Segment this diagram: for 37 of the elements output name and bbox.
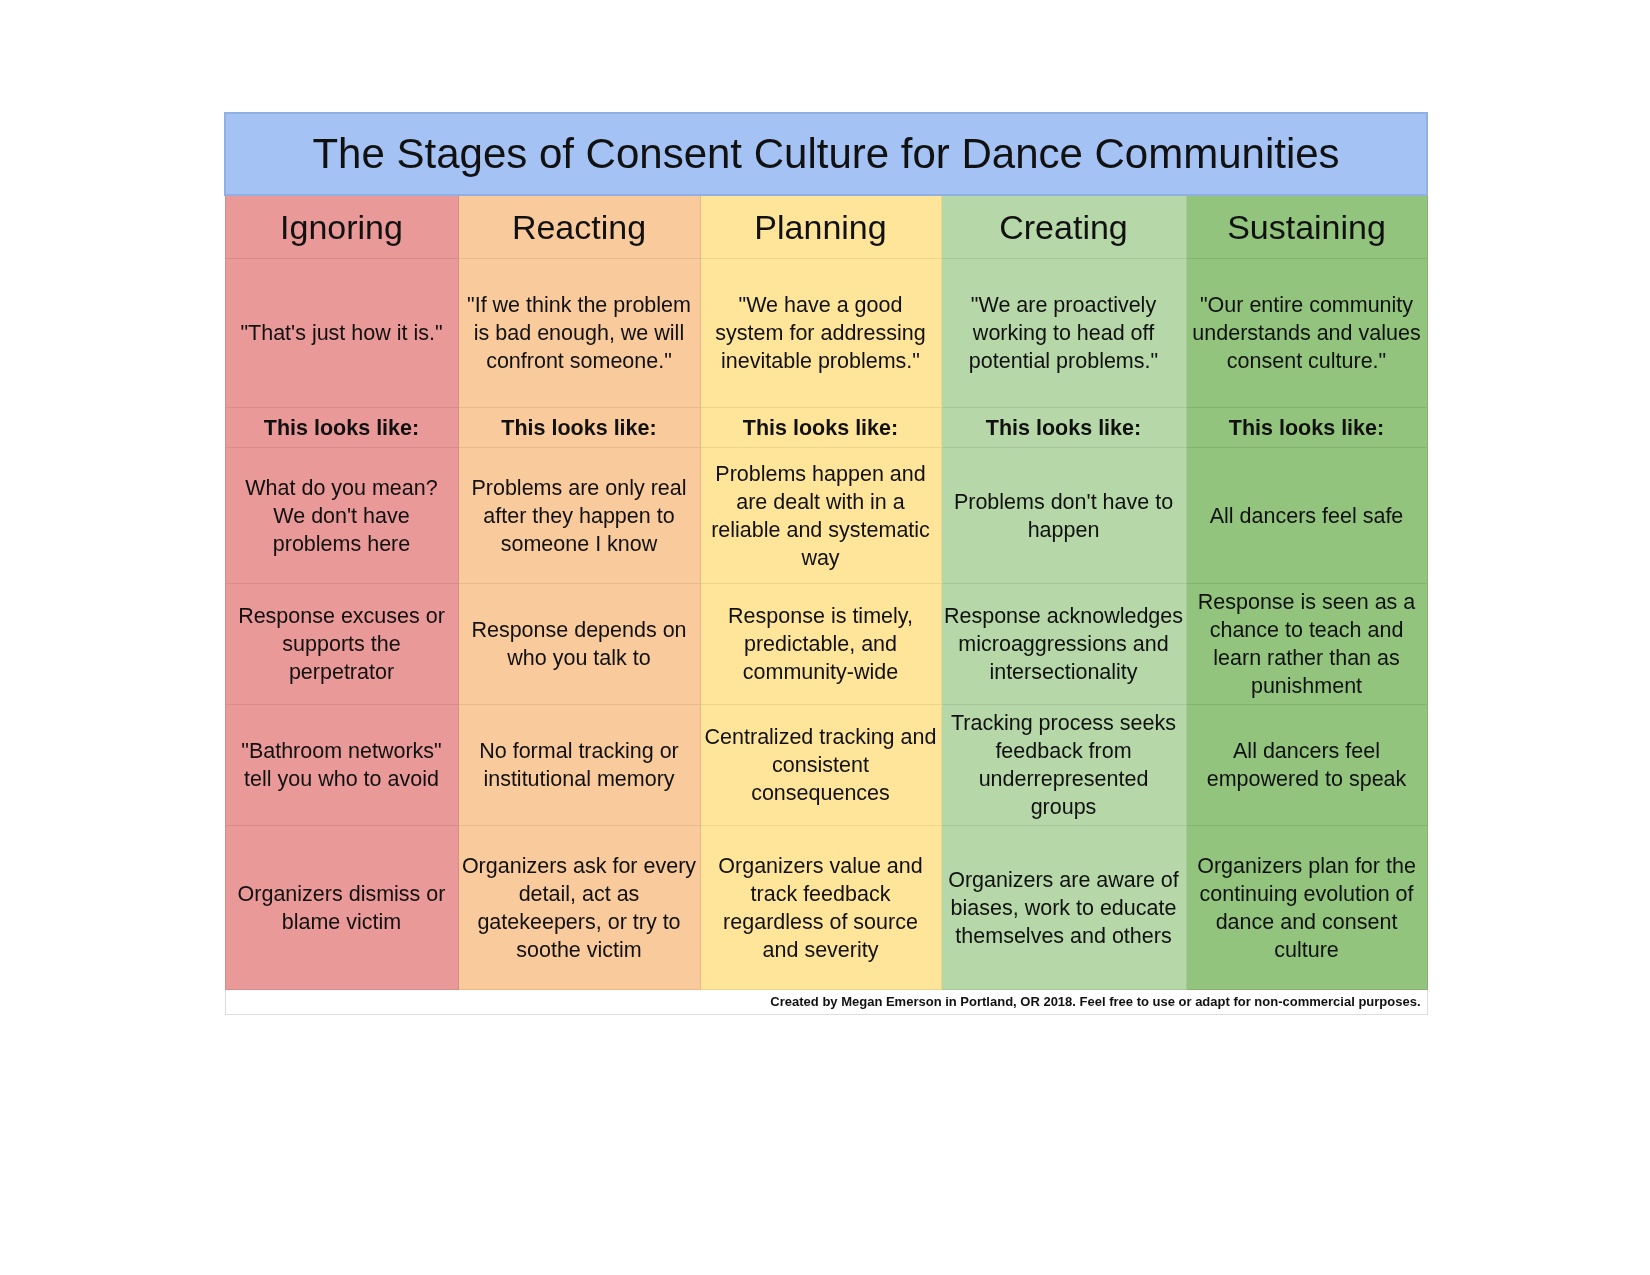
column-header: Planning bbox=[700, 195, 941, 259]
credit-note: Created by Megan Emerson in Portland, OR 2018. Feel free to use or adapt for non-commercial purposes. bbox=[225, 989, 1428, 1015]
table-cell: Organizers dismiss or blame victim bbox=[225, 825, 458, 990]
table-cell: All dancers feel safe bbox=[1186, 447, 1428, 584]
quote-cell: "We have a good system for addressing inevitable problems." bbox=[700, 258, 941, 408]
quote-cell: "If we think the problem is bad enough, we will confront someone." bbox=[458, 258, 700, 408]
table-cell: Problems are only real after they happen to someone I know bbox=[458, 447, 700, 584]
quote-cell: "We are proactively working to head off potential problems." bbox=[941, 258, 1186, 408]
table-cell: Response depends on who you talk to bbox=[458, 583, 700, 705]
row-label: This looks like: bbox=[225, 407, 458, 448]
table-cell: Response is timely, predictable, and community-wide bbox=[700, 583, 941, 705]
column-header: Sustaining bbox=[1186, 195, 1428, 259]
table-cell: Organizers plan for the continuing evolution of dance and consent culture bbox=[1186, 825, 1428, 990]
table-cell: Tracking process seeks feedback from underrepresented groups bbox=[941, 704, 1186, 826]
table-cell: Centralized tracking and consistent consequences bbox=[700, 704, 941, 826]
column-header: Ignoring bbox=[225, 195, 458, 259]
column-header: Reacting bbox=[458, 195, 700, 259]
table-cell: Problems happen and are dealt with in a reliable and systematic way bbox=[700, 447, 941, 584]
table-cell: Organizers are aware of biases, work to educate themselves and others bbox=[941, 825, 1186, 990]
row-label: This looks like: bbox=[700, 407, 941, 448]
table-cell: Problems don't have to happen bbox=[941, 447, 1186, 584]
table-cell: Organizers value and track feedback regardless of source and severity bbox=[700, 825, 941, 990]
table-cell: Response acknowledges microaggressions and intersectionality bbox=[941, 583, 1186, 705]
table-cell: No formal tracking or institutional memory bbox=[458, 704, 700, 826]
table-cell: Response is seen as a chance to teach and learn rather than as punishment bbox=[1186, 583, 1428, 705]
table-cell: Response excuses or supports the perpetrator bbox=[225, 583, 458, 705]
table-cell: Organizers ask for every detail, act as gatekeepers, or try to soothe victim bbox=[458, 825, 700, 990]
row-label: This looks like: bbox=[458, 407, 700, 448]
quote-cell: "Our entire community understands and values consent culture." bbox=[1186, 258, 1428, 408]
table-cell: What do you mean? We don't have problems here bbox=[225, 447, 458, 584]
row-label: This looks like: bbox=[941, 407, 1186, 448]
table-cell: All dancers feel empowered to speak bbox=[1186, 704, 1428, 826]
row-label: This looks like: bbox=[1186, 407, 1428, 448]
quote-cell: "That's just how it is." bbox=[225, 258, 458, 408]
table-cell: "Bathroom networks" tell you who to avoid bbox=[225, 704, 458, 826]
title-banner: The Stages of Consent Culture for Dance Communities bbox=[225, 113, 1428, 195]
column-header: Creating bbox=[941, 195, 1186, 259]
